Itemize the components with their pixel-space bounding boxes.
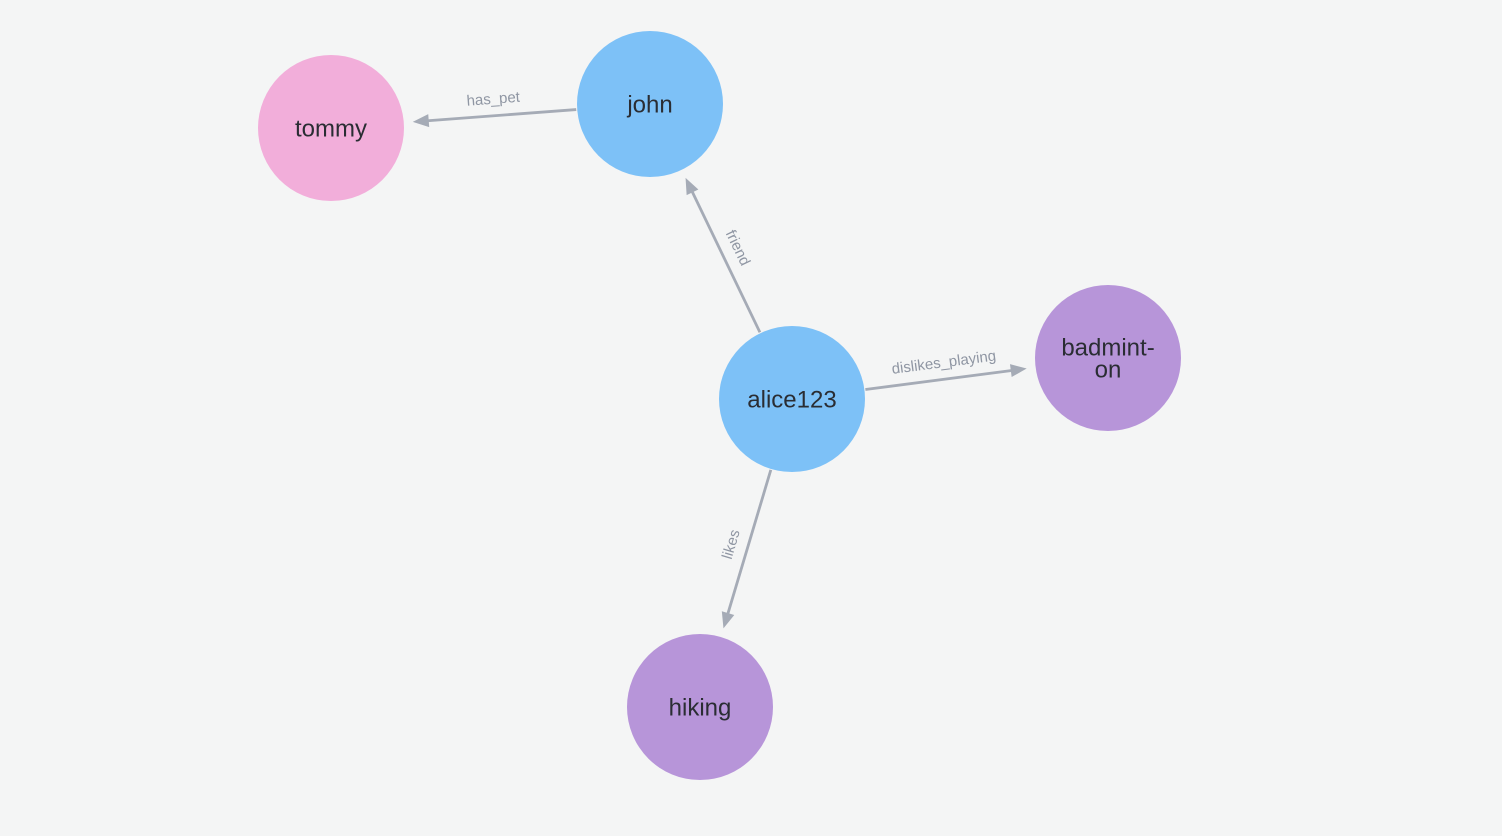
edge-line[interactable] bbox=[690, 190, 762, 333]
edge-dislikes_playing[interactable]: dislikes_playing bbox=[865, 347, 1027, 391]
node-circle[interactable] bbox=[627, 634, 773, 780]
node-tommy[interactable]: tommy bbox=[258, 55, 404, 201]
node-john[interactable]: john bbox=[577, 31, 723, 177]
edge-has_pet[interactable]: has_pet bbox=[412, 89, 577, 128]
node-label: hiking bbox=[669, 695, 732, 722]
node-circle[interactable] bbox=[719, 326, 865, 472]
node-circle[interactable] bbox=[258, 55, 404, 201]
arrowhead-icon bbox=[412, 114, 430, 128]
arrowhead-icon bbox=[721, 611, 735, 629]
edge-label: likes bbox=[719, 528, 744, 562]
arrowhead-icon bbox=[685, 177, 699, 196]
edge-line[interactable] bbox=[427, 108, 577, 123]
node-alice123[interactable]: alice123 bbox=[719, 326, 865, 472]
arrowhead-icon bbox=[1009, 364, 1027, 378]
edge-line[interactable] bbox=[865, 369, 1012, 391]
node-circle[interactable] bbox=[577, 31, 723, 177]
node-hiking[interactable]: hiking bbox=[627, 634, 773, 780]
node-label: alice123 bbox=[747, 387, 836, 414]
node-label: tommy bbox=[295, 116, 367, 143]
edge-friend[interactable]: friend bbox=[685, 177, 762, 333]
edge-likes[interactable]: likes bbox=[719, 469, 773, 629]
node-badminton[interactable]: badmint-on bbox=[1035, 285, 1181, 431]
node-circle[interactable] bbox=[1035, 285, 1181, 431]
node-label: badmint-on bbox=[1061, 335, 1154, 384]
nodes-layer: tommy john alice123 badmint-on hiking bbox=[258, 31, 1181, 780]
node-label: john bbox=[626, 92, 672, 119]
edge-line[interactable] bbox=[726, 469, 773, 615]
edge-label: has_pet bbox=[466, 89, 521, 110]
